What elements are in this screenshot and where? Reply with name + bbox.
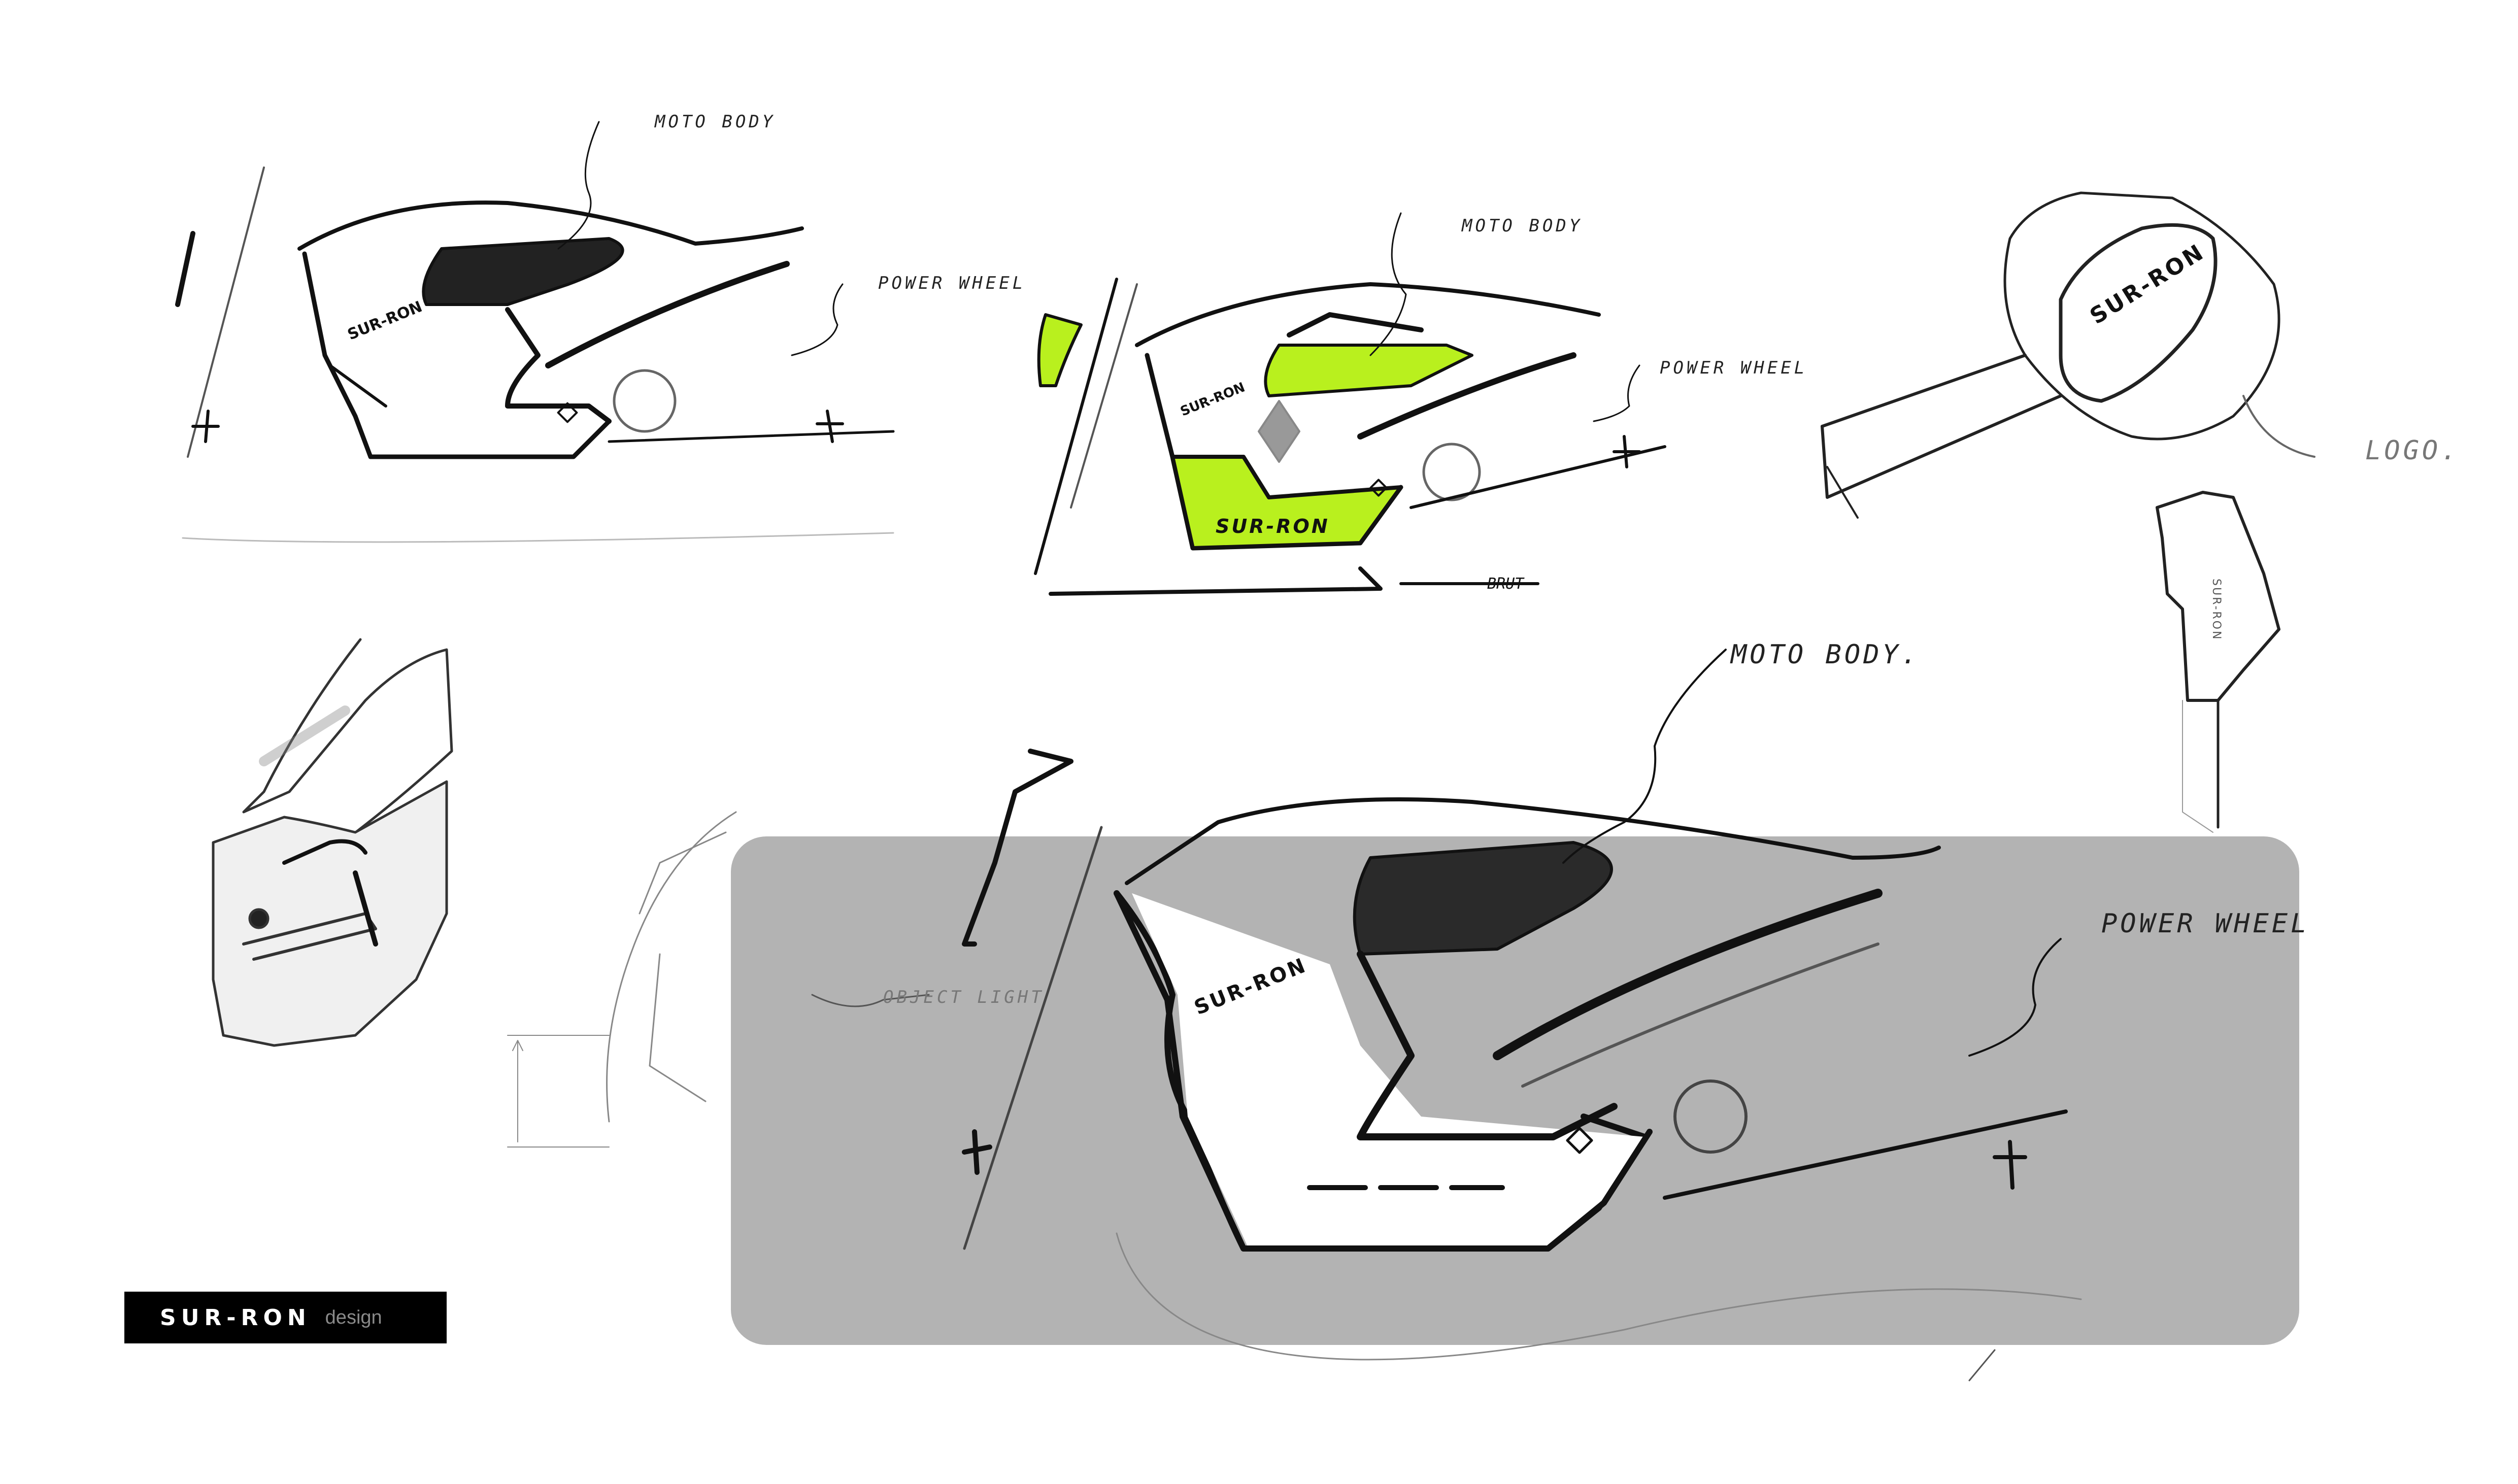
brand-badge: SUR-RON design <box>124 1292 447 1343</box>
svg-text:SUR-RON: SUR-RON <box>2210 579 2223 640</box>
sketch-front-view <box>212 638 453 1047</box>
annotation-power-wheel-large: POWER WHEEL <box>2101 908 2310 939</box>
annotation-moto-body-2: MOTO BODY <box>1462 216 1583 236</box>
svg-text:BRUT: BRUT <box>1487 575 1525 593</box>
sketch-front-fender <box>507 811 737 1148</box>
svg-text:SUR-RON: SUR-RON <box>1178 380 1247 419</box>
sketch-side-view-large: SUR-RON <box>811 649 2082 1381</box>
annotation-moto-body-large: MOTO BODY. <box>1731 639 1921 670</box>
annotation-logo: LOGO. <box>2365 435 2460 466</box>
brand-suffix: design <box>325 1306 382 1328</box>
svg-text:SUR-RON: SUR-RON <box>345 298 425 344</box>
sketch-side-view-2: SUR-RON SUR-RON BRUT <box>1034 212 1666 596</box>
brand-name: SUR-RON <box>160 1304 311 1331</box>
annotation-moto-body-1: MOTO BODY <box>655 112 776 132</box>
annotation-object-light: OBJECT LIGHT <box>883 987 1045 1007</box>
annotation-power-wheel-1: POWER WHEEL <box>878 273 1026 293</box>
svg-text:SUR-RON: SUR-RON <box>1216 515 1330 537</box>
sketch-logo-detail: SUR-RON <box>1821 191 2315 519</box>
sketch-side-view-1: SUR-RON <box>175 121 895 543</box>
svg-text:SUR-RON: SUR-RON <box>2086 239 2209 330</box>
annotation-power-wheel-2: POWER WHEEL <box>1660 358 1808 378</box>
sketch-side-panel: SUR-RON <box>2156 491 2280 833</box>
